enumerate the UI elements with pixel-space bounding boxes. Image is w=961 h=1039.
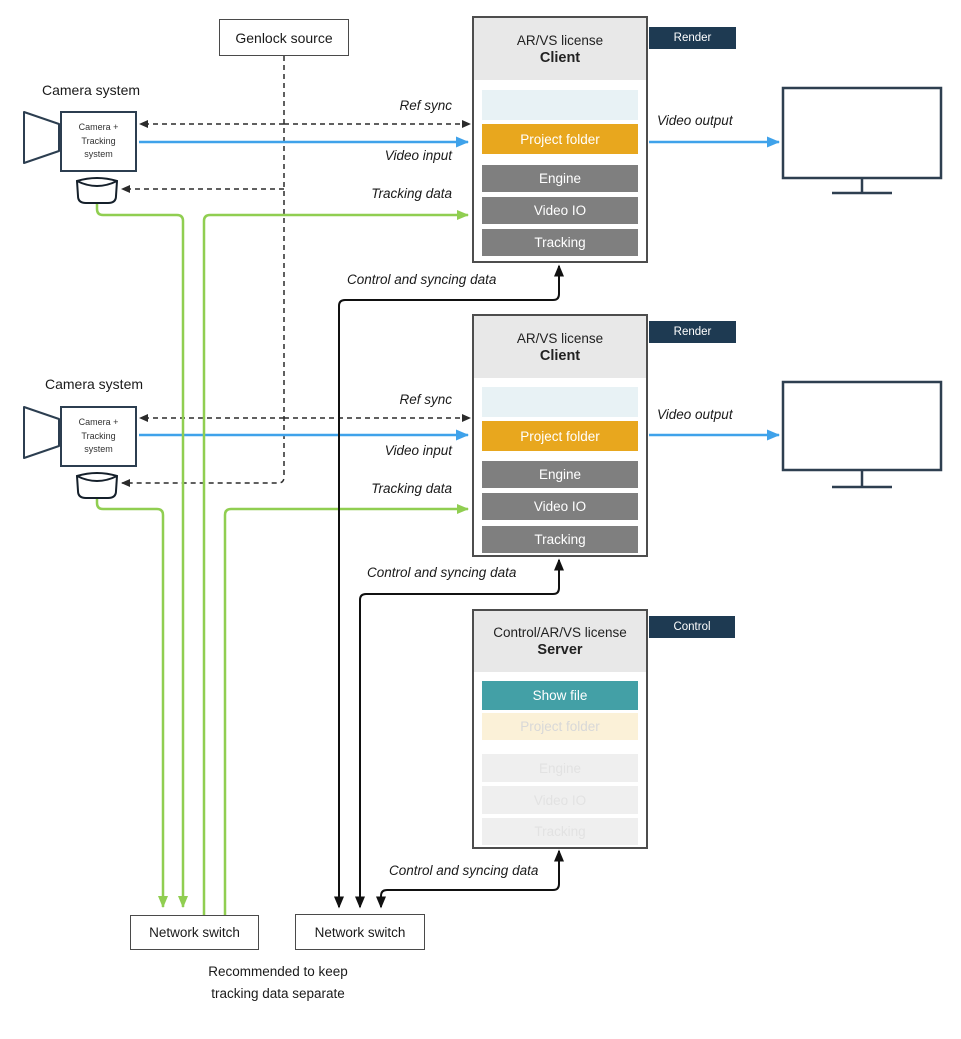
client2-box: AR/VS license Client Project folder Engi…: [472, 314, 648, 557]
server-tracking-row: Tracking: [482, 818, 638, 845]
ref-sync1-label: Ref sync: [399, 98, 452, 113]
monitor1-icon: [781, 86, 943, 180]
client2-tracking-row: Tracking: [482, 526, 638, 553]
switch-to-client2-tracking-line: [223, 504, 469, 915]
client1-header: AR/VS license Client: [474, 18, 646, 80]
client1-role-label: Client: [539, 49, 581, 66]
control2-line: [355, 558, 564, 909]
server-engine-row: Engine: [482, 754, 638, 782]
server-header: Control/AR/VS license Server: [474, 611, 646, 672]
server-show-file-row: Show file: [482, 681, 638, 710]
genlock-source-label: Genlock source: [235, 29, 333, 46]
network-switch-right-label: Network switch: [314, 924, 406, 940]
genlock-to-sensor2-line: [121, 56, 285, 487]
footnote: Recommended to keep tracking data separa…: [168, 961, 388, 1004]
footnote-line2: tracking data separate: [211, 985, 345, 1001]
network-switch-left-box: Network switch: [130, 915, 259, 950]
camera2-device-label: Camera + Tracking system: [78, 417, 119, 455]
control1-line: [334, 264, 564, 909]
server-license-label: Control/AR/VS license: [493, 625, 627, 640]
tracking-data2-label: Tracking data: [371, 481, 452, 496]
client2-show-file-slot: [482, 387, 638, 417]
client1-render-tag: Render: [649, 27, 736, 49]
video-input2-label: Video input: [384, 443, 452, 458]
control3-label: Control and syncing data: [389, 863, 539, 878]
tracking-sensor1-rim-icon: [76, 180, 118, 187]
network-switch-right-box: Network switch: [295, 914, 425, 950]
client2-video-io-row: Video IO: [482, 493, 638, 520]
sensor1-to-switch-line: [95, 202, 188, 908]
camera-system2-title: Camera system: [45, 376, 144, 392]
camera1-device-label: Camera + Tracking system: [78, 122, 119, 160]
camera1-body: Camera + Tracking system: [60, 111, 137, 172]
tracking-sensor1-icon: [75, 177, 119, 204]
sensor2-to-switch-line: [95, 497, 168, 908]
client1-video-io-row: Video IO: [482, 197, 638, 224]
camera1-lens-icon: [23, 111, 60, 164]
video-output1-label: Video output: [657, 113, 733, 128]
client2-engine-row: Engine: [482, 461, 638, 488]
client1-project-folder-row: Project folder: [482, 124, 638, 154]
client2-header: AR/VS license Client: [474, 316, 646, 378]
tracking-sensor2-rim-icon: [76, 475, 118, 482]
client1-show-file-slot: [482, 90, 638, 120]
camera2-lens-icon: [23, 406, 60, 459]
control1-label: Control and syncing data: [347, 272, 497, 287]
client1-engine-row: Engine: [482, 165, 638, 192]
monitor2-icon: [781, 380, 943, 472]
switch-to-client1-tracking-line: [202, 210, 469, 915]
tracking-sensor2-icon: [75, 472, 119, 499]
video-input1-label: Video input: [384, 148, 452, 163]
control2-label: Control and syncing data: [367, 565, 517, 580]
server-role-label: Server: [537, 642, 583, 658]
control3-line: [376, 849, 564, 909]
client2-project-folder-row: Project folder: [482, 421, 638, 451]
client2-render-tag: Render: [649, 321, 736, 343]
camera-system1-title: Camera system: [42, 82, 141, 98]
camera2-body: Camera + Tracking system: [60, 406, 137, 467]
server-project-folder-row: Project folder: [482, 713, 638, 740]
genlock-source-box: Genlock source: [219, 19, 349, 56]
server-control-tag: Control: [649, 616, 735, 638]
server-box: Control/AR/VS license Server Show file P…: [472, 609, 648, 849]
network-switch-left-label: Network switch: [149, 925, 240, 940]
server-video-io-row: Video IO: [482, 786, 638, 814]
client2-license-label: AR/VS license: [516, 330, 604, 346]
client1-box: AR/VS license Client Project folder Engi…: [472, 16, 648, 263]
video-output2-label: Video output: [657, 407, 733, 422]
client1-tracking-row: Tracking: [482, 229, 638, 256]
client2-role-label: Client: [539, 347, 581, 364]
ref-sync2-label: Ref sync: [399, 392, 452, 407]
client1-license-label: AR/VS license: [516, 32, 604, 48]
tracking-data1-label: Tracking data: [371, 186, 452, 201]
footnote-line1: Recommended to keep: [208, 964, 348, 979]
